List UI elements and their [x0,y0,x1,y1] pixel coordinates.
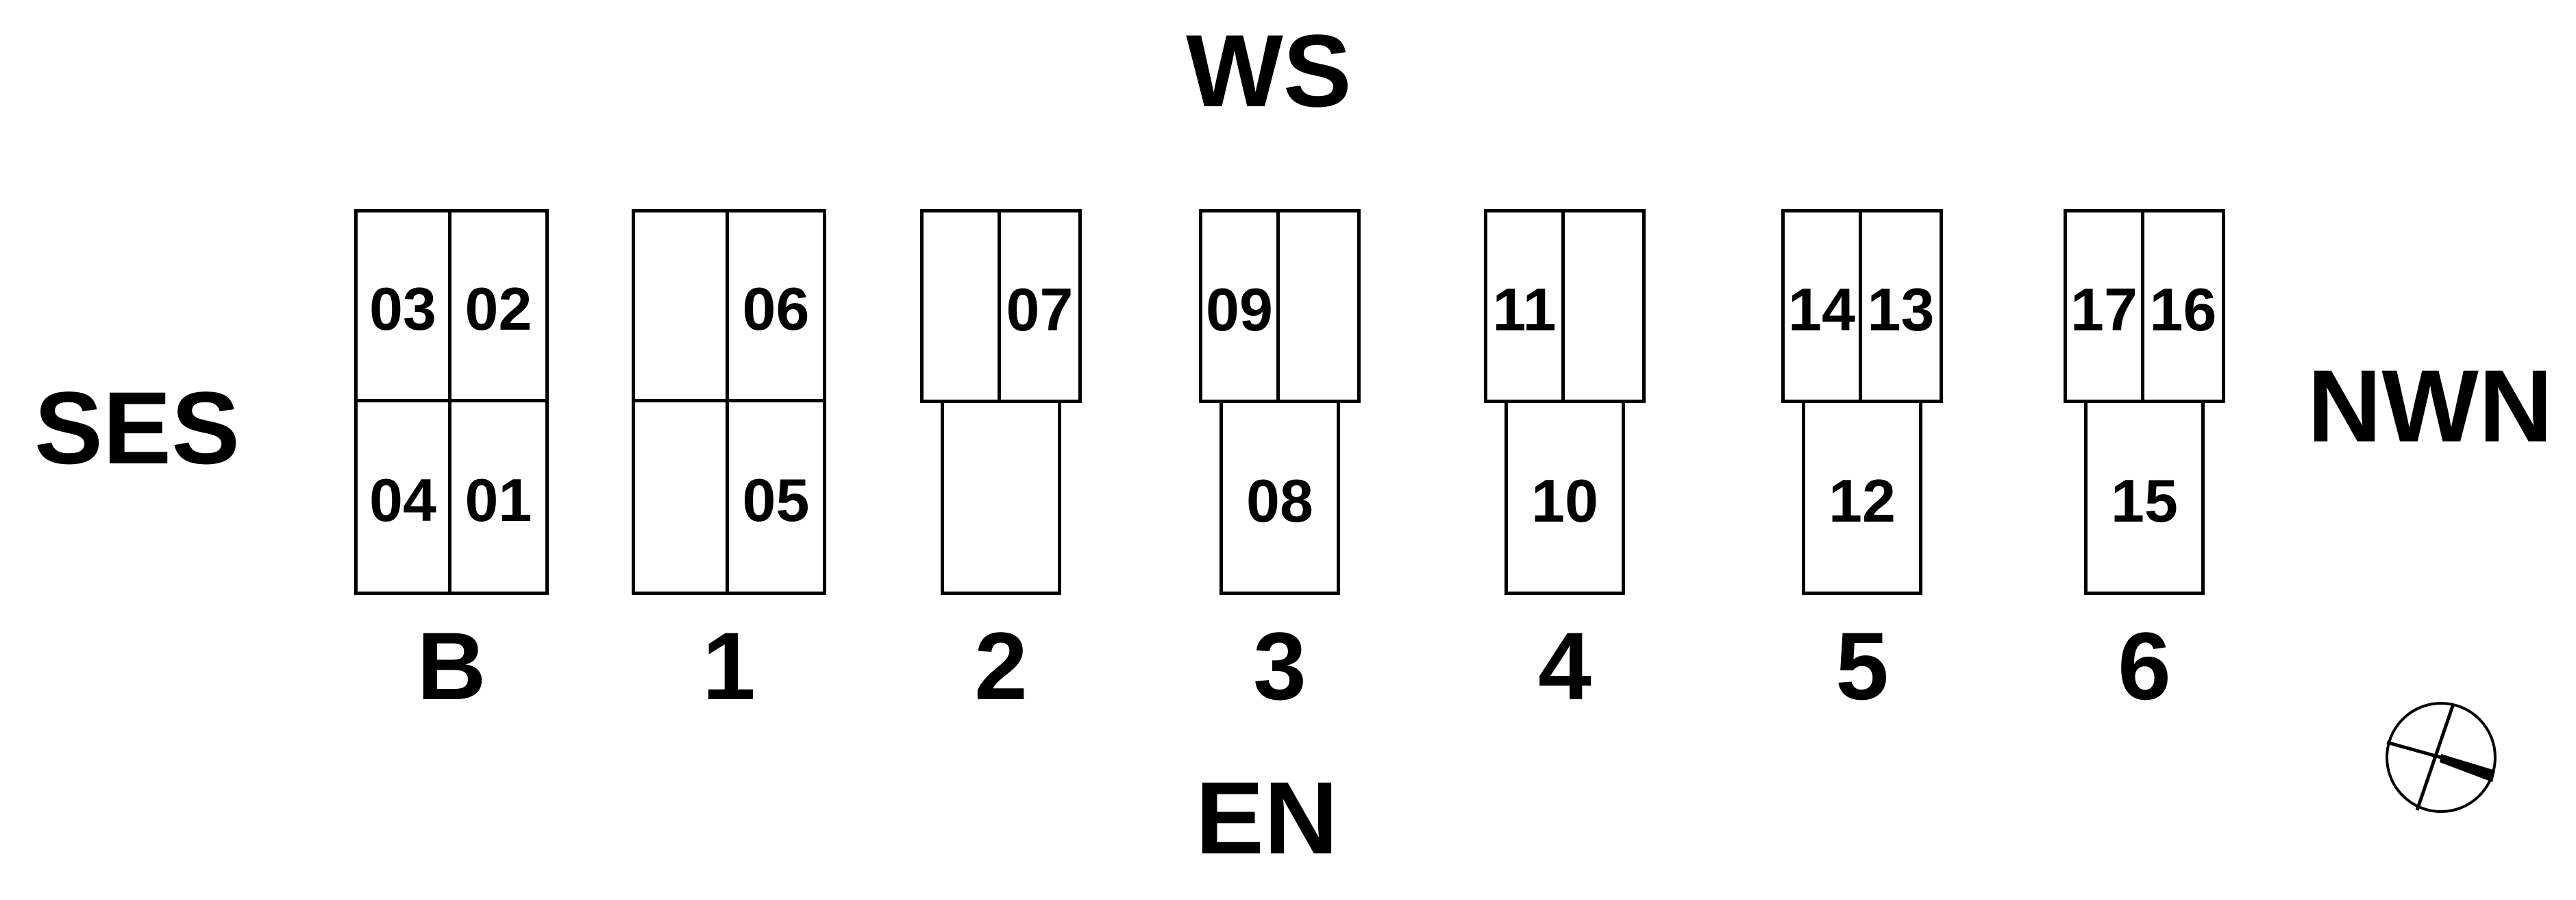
unit-cell-08: 08 [1219,403,1340,595]
unit-number: 11 [1492,275,1557,343]
unit-number: 09 [1206,275,1273,343]
block-label-B: B [417,612,486,720]
orientation-label-right: NWN [2307,348,2553,463]
block-label-3: 3 [1253,612,1306,720]
unit-cell-empty [635,402,729,592]
unit-cell-15: 15 [2084,403,2205,595]
unit-number: 05 [742,465,810,534]
unit-number: 12 [1829,466,1896,535]
unit-number: 14 [1788,275,1855,343]
unit-cell-01: 01 [451,402,545,592]
unit-cell-14: 14 [1785,212,1862,400]
unit-block-6-toprow: 17 16 [2064,209,2225,403]
orientation-label-top: WS [1186,13,1352,128]
unit-number: 07 [1006,275,1074,343]
unit-cell-03: 03 [358,212,451,402]
unit-block-2-toprow: 07 [920,209,1082,403]
unit-cell-16: 16 [2144,212,2222,400]
unit-block-5-toprow: 14 13 [1781,209,1943,403]
unit-cell-07: 07 [1001,212,1078,400]
unit-cell-empty [941,403,1061,595]
survey-compass-icon [2386,702,2497,813]
unit-cell-17: 17 [2067,212,2144,400]
unit-number: 03 [369,274,436,343]
unit-number: 17 [2070,275,2138,343]
unit-cell-empty [1280,212,1357,400]
unit-block-4-toprow: 11 [1484,209,1646,403]
unit-cell-empty [924,212,1001,400]
unit-number: 13 [1867,275,1935,343]
unit-number: 06 [742,274,810,343]
block-label-1: 1 [702,612,756,720]
unit-number: 16 [2149,275,2217,343]
unit-block-3-toprow: 09 [1199,209,1361,403]
unit-number: 04 [369,465,436,534]
unit-cell-12: 12 [1802,403,1922,595]
block-label-5: 5 [1835,612,1889,720]
unit-cell-13: 13 [1862,212,1940,400]
unit-block-B: 03 02 04 01 [354,209,549,595]
unit-number: 15 [2111,466,2178,535]
unit-number: 10 [1531,466,1598,535]
unit-block-1: 06 05 [632,209,826,595]
unit-cell-11: 11 [1487,212,1565,400]
unit-cell-04: 04 [358,402,451,592]
block-label-2: 2 [974,612,1028,720]
block-label-4: 4 [1538,612,1592,720]
unit-cell-10: 10 [1504,403,1625,595]
unit-number: 08 [1246,466,1313,535]
unit-cell-05: 05 [729,402,823,592]
unit-cell-06: 06 [729,212,823,402]
orientation-label-left: SES [34,370,240,485]
unit-number: 01 [465,465,532,534]
unit-cell-02: 02 [451,212,545,402]
unit-cell-09: 09 [1202,212,1280,400]
unit-cell-empty [1565,212,1642,400]
block-label-6: 6 [2118,612,2171,720]
unit-cell-empty [635,212,729,402]
unit-number: 02 [465,274,532,343]
orientation-label-bottom: EN [1195,760,1339,875]
